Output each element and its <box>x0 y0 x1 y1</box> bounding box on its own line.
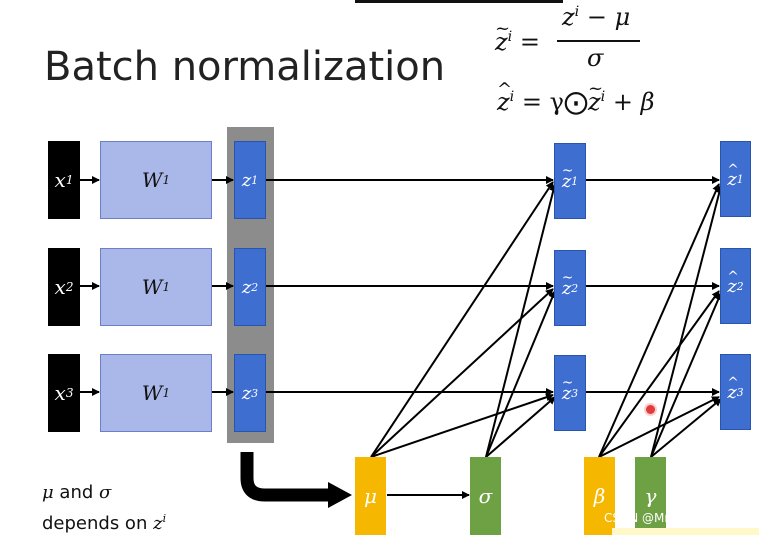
weight-w1-base: W <box>141 168 163 192</box>
z-tilde-1-sup: 1 <box>571 174 579 188</box>
dependency-note: μ and σ depends on zi <box>42 480 166 537</box>
formula-z-hat: zi = γ⨀zi + β <box>497 78 655 116</box>
gamma-label: γ <box>644 484 657 508</box>
watermark: CSDN @MrRoose1 <box>604 511 714 525</box>
arrow-gamma-zh1 <box>650 185 724 458</box>
batch-arrow <box>240 452 330 502</box>
z1-sup: 1 <box>251 173 259 187</box>
z1-base: z <box>241 169 252 191</box>
z-tilde-2-sup: 2 <box>571 281 579 295</box>
arrow-beta-zh2 <box>598 290 720 458</box>
arrow-gamma-zh3 <box>650 398 722 458</box>
formula-z-tilde-lhs: zi = <box>495 18 541 56</box>
batch-arrow-head <box>328 482 352 508</box>
arrow-sigma-zt1 <box>485 183 558 458</box>
note-sigma: σ <box>99 482 112 503</box>
formula-eq1-equals: = <box>512 28 541 56</box>
z-tilde-3-sup: 3 <box>571 386 579 400</box>
sigma-box: σ <box>470 457 501 535</box>
z-tilde-1-base: z <box>562 163 572 191</box>
fraction-bar <box>557 40 640 42</box>
input-x3-base: x <box>54 381 66 405</box>
weight-w2-base: W <box>141 275 163 299</box>
weight-w3-sup: 1 <box>162 386 171 400</box>
weight-w3-base: W <box>141 381 163 405</box>
z-tilde-3-base: z <box>562 375 572 403</box>
z-hat-2-base: z <box>727 269 737 297</box>
weight-w1-sup: 1 <box>162 173 171 187</box>
note-depends: depends on <box>42 513 154 534</box>
beta-box: β <box>584 457 615 535</box>
input-x3-sup: 3 <box>65 386 74 400</box>
z-hat-2-box: z2 <box>720 248 751 324</box>
arrow-beta-zh1 <box>598 183 720 458</box>
input-x2-base: x <box>54 275 66 299</box>
z3-sup: 3 <box>251 386 259 400</box>
weight-w2-sup: 1 <box>162 280 171 294</box>
z-hat-1-sup: 1 <box>736 172 744 186</box>
z3-base: z <box>241 382 252 404</box>
slide-title: Batch normalization <box>44 44 446 90</box>
z-hat-3-base: z <box>727 375 737 403</box>
arrow-mu-zt1 <box>370 181 554 458</box>
input-x2-sup: 2 <box>65 280 74 294</box>
z2-sup: 2 <box>251 280 259 294</box>
formula-num-z: z <box>562 3 575 31</box>
mu-box: μ <box>355 457 386 535</box>
z-hat-3-box: z3 <box>720 354 751 430</box>
z-hat-1-base: z <box>727 162 737 190</box>
note-z-sup: i <box>162 512 167 525</box>
z-hat-1-box: z1 <box>720 141 751 217</box>
formula-num-sup: i <box>574 4 580 20</box>
note-z: z <box>153 513 163 534</box>
input-x1-sup: 1 <box>65 173 74 187</box>
pointer-cursor-dot <box>646 405 655 414</box>
formula-z-tilde-symbol: z <box>495 18 508 56</box>
z-tilde-3-box: z3 <box>554 355 586 431</box>
formula-eq2-mid: = γ⨀ <box>514 88 588 116</box>
z-tilde-1-box: z1 <box>554 143 586 219</box>
arrow-gamma-zh2 <box>650 292 722 458</box>
arrow-sigma-zt3 <box>485 396 556 458</box>
formula-numerator: zi − μ <box>562 3 630 31</box>
formula-eq2-z-tilde: z <box>588 78 601 116</box>
top-rule <box>355 0 563 3</box>
z-tilde-2-base: z <box>562 270 572 298</box>
note-and: and <box>53 482 100 503</box>
note-mu: μ <box>42 482 54 503</box>
sigma-label: σ <box>478 484 493 508</box>
arrow-sigma-zt2 <box>485 290 557 458</box>
note-line-2: depends on zi <box>42 506 166 537</box>
z-tilde-2-box: z2 <box>554 250 586 326</box>
formula-z-hat-symbol: z <box>497 79 510 116</box>
z2-base: z <box>241 276 252 298</box>
arrow-mu-zt2 <box>370 288 554 458</box>
note-line-1: μ and σ <box>42 480 166 506</box>
mu-label: μ <box>364 484 377 508</box>
formula-num-rest: − μ <box>579 3 631 31</box>
bottom-highlight-strip <box>612 528 759 535</box>
z-hat-2-sup: 2 <box>736 279 744 293</box>
formula-denominator: σ <box>587 44 604 72</box>
gamma-box: γ <box>635 457 666 535</box>
input-x1-base: x <box>54 168 66 192</box>
formula-eq2-rest: + β <box>605 88 655 116</box>
beta-label: β <box>593 484 606 508</box>
z-hat-3-sup: 3 <box>736 385 744 399</box>
arrow-mu-zt3 <box>370 393 554 458</box>
